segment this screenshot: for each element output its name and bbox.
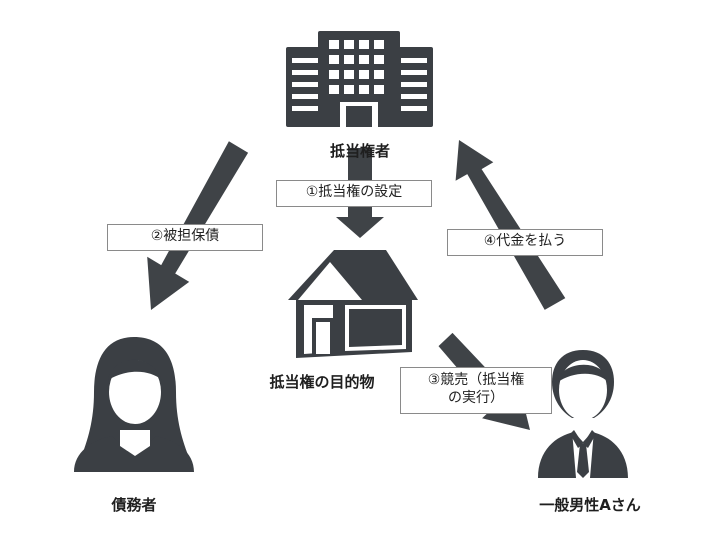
mortgagee-label: 抵当権者 (329, 142, 390, 160)
woman-avatar-icon (74, 337, 194, 472)
auction-label-line1: ③競売（抵当権 (427, 372, 525, 388)
secured-debt-label: ②被担保債 (107, 224, 263, 251)
debtor-label: 債務者 (111, 496, 157, 514)
businessman-avatar-icon (538, 350, 628, 478)
auction-label: ③競売（抵当権 の実行） (400, 367, 552, 414)
set-mortgage-label: ①抵当権の設定 (276, 180, 432, 207)
collateral-label: 抵当権の目的物 (269, 373, 375, 391)
house-icon (288, 250, 418, 358)
payment-label: ④代金を払う (447, 229, 603, 256)
office-building-icon (286, 31, 433, 127)
arrow-payment (455, 140, 566, 310)
auction-label-line2: の実行） (448, 390, 504, 406)
buyer-label: 一般男性Aさん (539, 496, 641, 514)
